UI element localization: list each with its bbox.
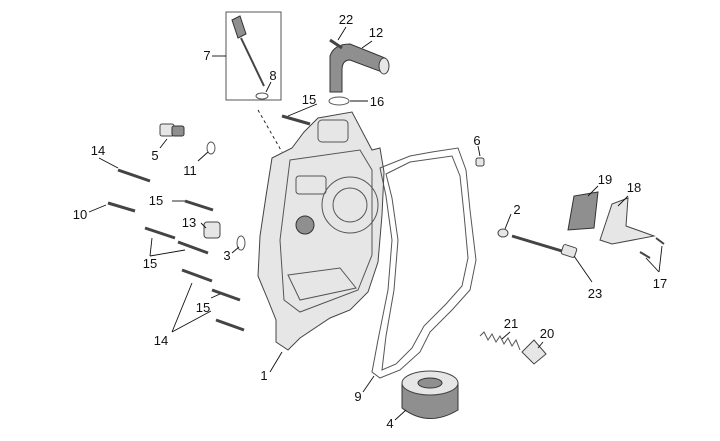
callout-23: 23 bbox=[588, 286, 602, 301]
screw-17 bbox=[639, 237, 665, 259]
callout-labels: 1 2 3 4 5 6 7 8 9 10 11 12 13 14 14 15 1… bbox=[73, 12, 667, 431]
bolt-15-mid bbox=[184, 199, 214, 212]
callout-17: 17 bbox=[653, 276, 667, 291]
callout-10: 10 bbox=[73, 207, 87, 222]
bolt-14-lower-2 bbox=[215, 318, 245, 332]
bolt-15-top bbox=[281, 114, 311, 126]
gasket bbox=[371, 147, 477, 379]
bolt-10 bbox=[107, 201, 136, 213]
callout-16: 16 bbox=[370, 94, 384, 109]
callout-12: 12 bbox=[369, 25, 383, 40]
spring bbox=[479, 331, 521, 351]
bolt-14-lower-1 bbox=[181, 268, 213, 283]
washer bbox=[497, 228, 509, 238]
cap bbox=[203, 221, 221, 239]
shaft bbox=[511, 234, 578, 258]
sleeve bbox=[521, 339, 547, 365]
callout-6: 6 bbox=[473, 133, 480, 148]
callout-14-lower: 14 bbox=[154, 333, 168, 348]
oil-filter bbox=[401, 370, 459, 419]
bolt-15-left-1 bbox=[144, 226, 176, 240]
callout-7: 7 bbox=[203, 48, 210, 63]
seal-plate bbox=[567, 191, 599, 231]
plug bbox=[475, 157, 485, 167]
callout-22: 22 bbox=[339, 12, 353, 27]
leader-lines bbox=[88, 26, 663, 421]
pipe-elbow bbox=[329, 43, 390, 93]
callout-15-lower: 15 bbox=[196, 300, 210, 315]
bracket bbox=[599, 197, 656, 245]
callout-15-top: 15 bbox=[302, 92, 316, 107]
bolt-15-left-2 bbox=[177, 240, 209, 255]
callout-9: 9 bbox=[354, 389, 361, 404]
small-seal bbox=[206, 141, 216, 155]
bolt-15-lower bbox=[211, 288, 241, 302]
callout-18: 18 bbox=[627, 180, 641, 195]
crankcase-cover bbox=[257, 111, 385, 351]
callout-2: 2 bbox=[513, 202, 520, 217]
callout-11: 11 bbox=[183, 163, 197, 178]
callout-3: 3 bbox=[223, 248, 230, 263]
callout-15-left: 15 bbox=[143, 256, 157, 271]
callout-8: 8 bbox=[269, 68, 276, 83]
sensor bbox=[159, 123, 185, 137]
callout-1: 1 bbox=[260, 368, 267, 383]
callout-21: 21 bbox=[504, 316, 518, 331]
callout-5: 5 bbox=[151, 148, 158, 163]
callout-19: 19 bbox=[598, 172, 612, 187]
dipstick-seal bbox=[255, 92, 269, 100]
callout-20: 20 bbox=[540, 326, 554, 341]
callout-15-mid: 15 bbox=[149, 193, 163, 208]
screw-22 bbox=[329, 38, 343, 50]
bolt-14-top bbox=[117, 168, 151, 183]
callout-14-top: 14 bbox=[91, 143, 105, 158]
o-ring bbox=[236, 235, 246, 251]
dipstick bbox=[231, 15, 265, 87]
callout-4: 4 bbox=[386, 416, 393, 431]
callout-13: 13 bbox=[182, 215, 196, 230]
pipe-o-ring bbox=[328, 96, 350, 106]
